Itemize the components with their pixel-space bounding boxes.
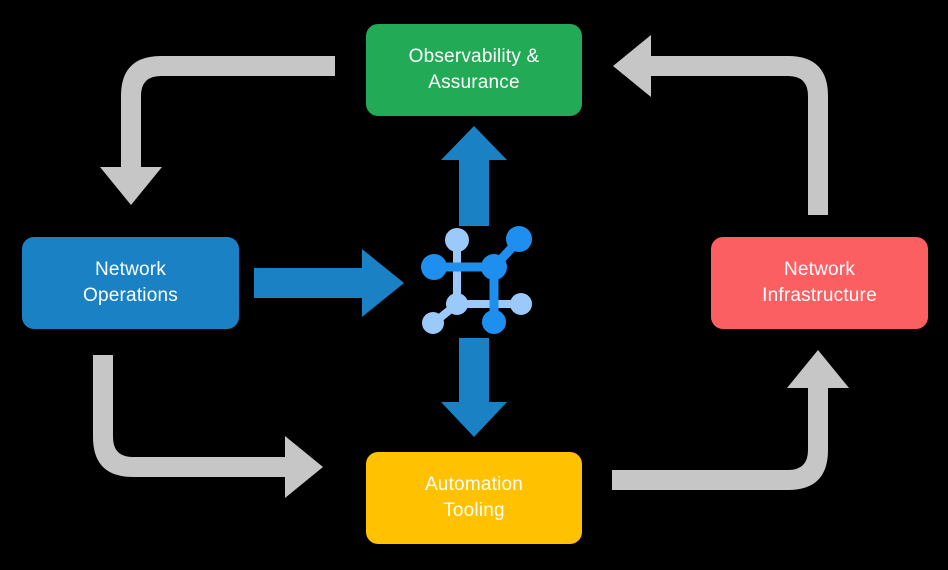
connector-automation-to-infrastructure <box>612 350 849 490</box>
node-observability-assurance[interactable]: Observability & Assurance <box>366 24 582 116</box>
node-automation-tooling[interactable]: Automation Tooling <box>366 452 582 544</box>
node-label-observability: Observability & Assurance <box>408 46 540 93</box>
node-network-infrastructure[interactable]: Network Infrastructure <box>711 237 928 329</box>
connector-operations-to-automation <box>93 355 323 498</box>
connector-center-to-observability <box>441 126 507 226</box>
node-label-automation-tooling: Automation Tooling <box>424 474 524 521</box>
node-label-network-infrastructure: Network Infrastructure <box>762 259 877 306</box>
connector-observability-to-operations <box>100 56 335 205</box>
node-network-operations[interactable]: Network Operations <box>22 237 239 329</box>
connector-operations-to-center <box>254 249 404 317</box>
connector-infrastructure-to-observability <box>613 35 828 215</box>
topology-light-nodes <box>422 228 532 334</box>
node-label-network-operations: Network Operations <box>83 259 178 306</box>
connector-center-to-automation <box>441 338 507 437</box>
topology-dark-nodes <box>421 226 532 334</box>
